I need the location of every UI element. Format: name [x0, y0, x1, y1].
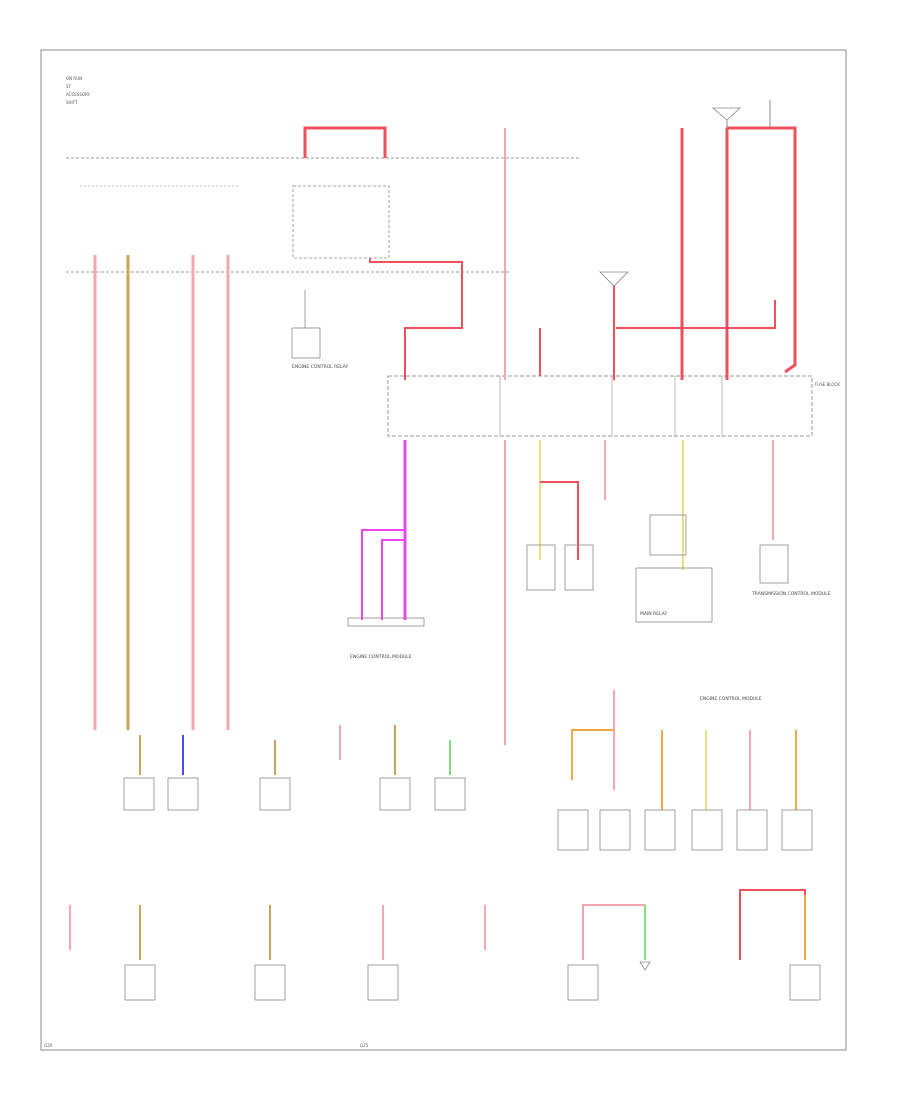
legend-item-4: SHIFT: [66, 100, 78, 105]
lower-connectors: [123, 777, 813, 851]
legend-item-1: ON RUN: [66, 76, 82, 81]
left-wires: [93, 255, 230, 730]
engine-ctrl-relay-label: ENGINE CONTROL RELAY: [292, 364, 348, 370]
engine-ctrl-module-2-label: ENGINE CONTROL MODULE: [700, 696, 762, 702]
mid-connectors: MAIN RELAY TRANSMISSION CONTROL MODULE E…: [526, 514, 831, 702]
relay-box: [292, 185, 390, 259]
mid-supply: [599, 271, 629, 380]
footer-left: G20: [44, 1043, 53, 1048]
bottom-connectors: [124, 961, 821, 1001]
fuse-output-wires: [504, 328, 774, 745]
footer-mid: G25: [360, 1043, 369, 1048]
lower-wires: [139, 690, 797, 810]
top-right-supply: [616, 100, 797, 380]
main-relay-label: MAIN RELAY: [640, 611, 667, 617]
relay-feed-wire: [303, 126, 387, 158]
legend-item-3: ACCESSORY: [66, 92, 91, 97]
bottom-wires: [69, 889, 806, 960]
legend-item-2: ST: [66, 84, 72, 89]
legend: ON RUN ST ACCESSORY SHIFT: [66, 76, 91, 105]
fuse-block-label: FUSE BLOCK: [815, 382, 840, 387]
engine-ctrl-module-label: ENGINE CONTROL MODULE: [350, 654, 412, 660]
engine-ctrl-relay-box: [291, 327, 321, 359]
magenta-wires: ENGINE CONTROL MODULE: [347, 440, 425, 660]
diagram-frame: [40, 49, 847, 1051]
fuse-block: [387, 375, 813, 437]
transmission-module-label: TRANSMISSION CONTROL MODULE: [751, 591, 831, 597]
